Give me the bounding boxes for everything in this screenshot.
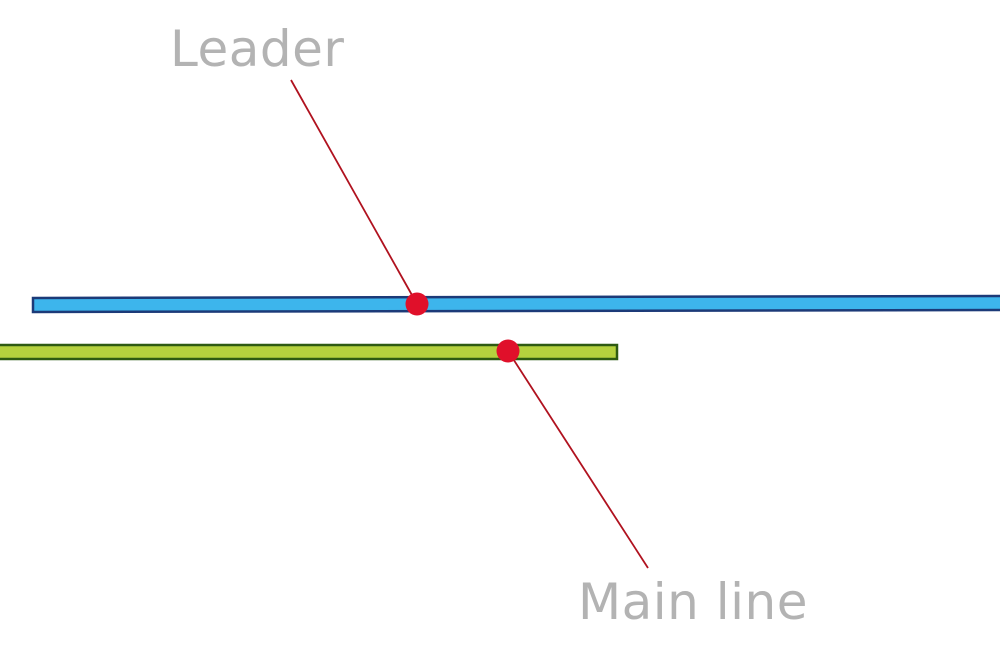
- leader-bar: [31, 294, 1000, 314]
- main-line-label: Main line: [578, 573, 808, 631]
- main-line-bar: [0, 343, 619, 361]
- main-line-connector: [507, 350, 649, 569]
- main-line-point: [496, 339, 520, 363]
- leader-label: Leader: [170, 20, 345, 78]
- leader-point: [405, 292, 429, 316]
- leader-connector: [290, 79, 418, 305]
